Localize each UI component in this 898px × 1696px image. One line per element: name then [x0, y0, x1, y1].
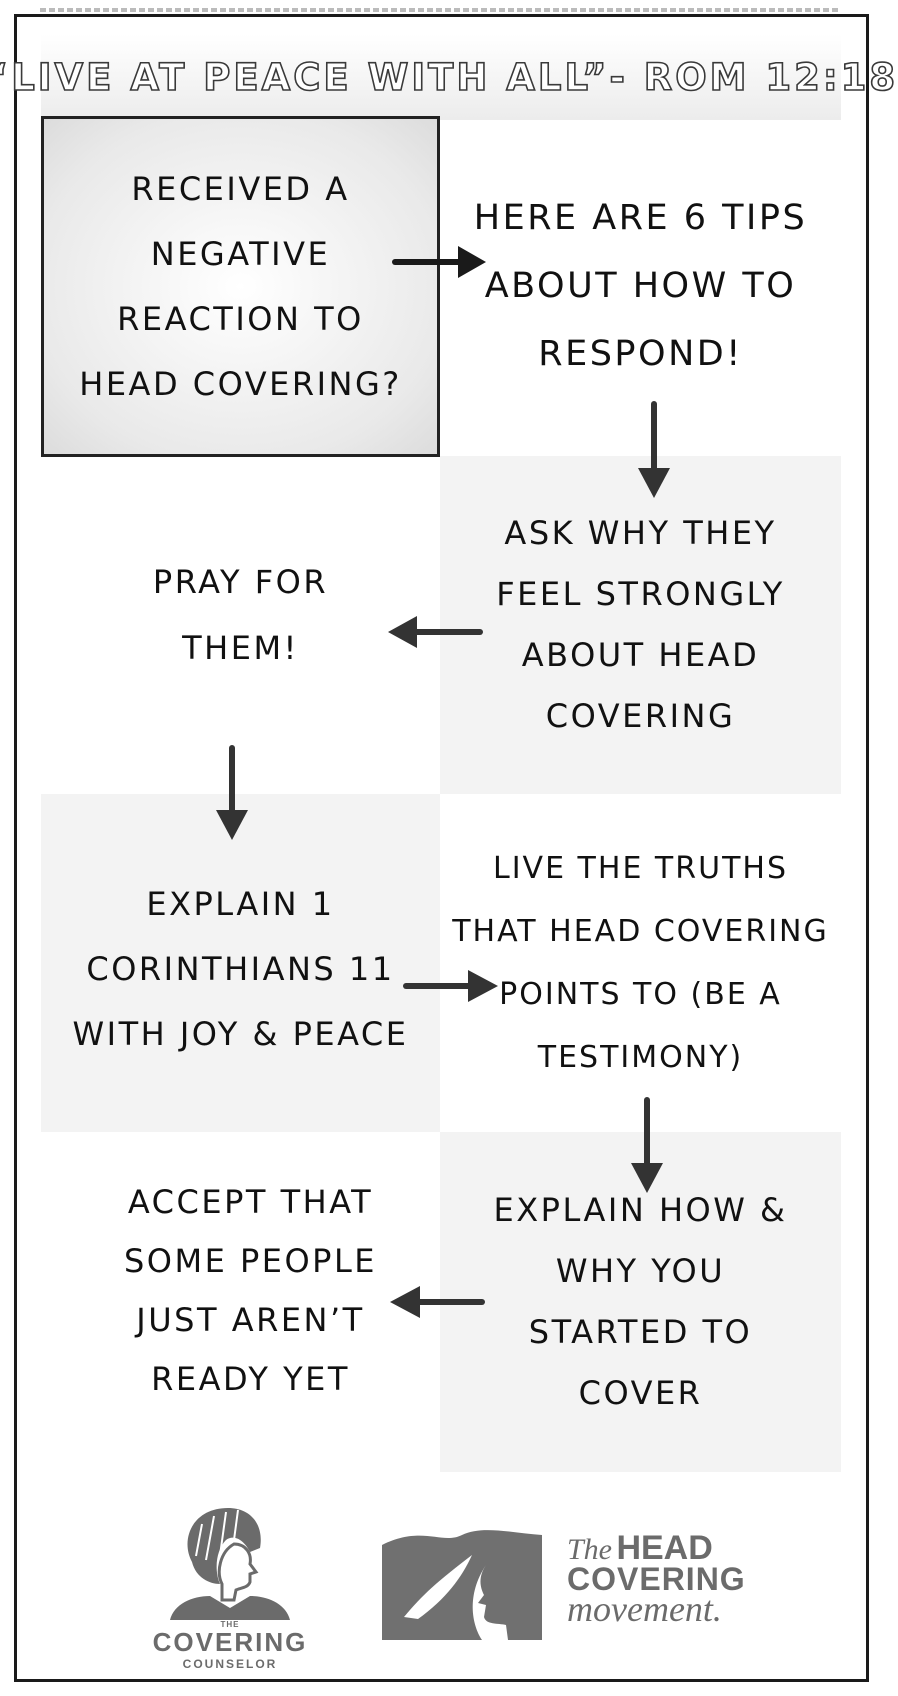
logo-left-line1: THE	[220, 1620, 240, 1629]
flag-profile-icon	[382, 1530, 542, 1640]
tips-node-text: HERE ARE 6 TIPS ABOUT HOW TO RESPOND!	[473, 198, 808, 374]
covering-counselor-logo: THE COVERING COUNSELOR	[130, 1500, 330, 1671]
tips-node: HERE ARE 6 TIPS ABOUT HOW TO RESPOND!	[440, 116, 841, 456]
pray-node-text: PRAY FOR THEM!	[152, 563, 329, 667]
logo-right-line3: COVERING	[567, 1561, 746, 1597]
top-dashed-line	[40, 8, 840, 12]
explain-why-node-text: EXPLAIN HOW & WHY YOU STARTED TO COVER	[493, 1191, 788, 1412]
pray-node: PRAY FOR THEM!	[41, 456, 440, 794]
accept-node: ACCEPT THAT SOME PEOPLE JUST AREN’T READ…	[41, 1132, 440, 1472]
start-node-text: RECEIVED A NEGATIVE REACTION TO HEAD COV…	[79, 169, 402, 403]
explain-corinthians-node: EXPLAIN 1 CORINTHIANS 11 WITH JOY & PEAC…	[41, 794, 440, 1132]
head-covering-movement-logo: The HEAD COVERING movement.	[382, 1525, 782, 1640]
accept-node-text: ACCEPT THAT SOME PEOPLE JUST AREN’T READ…	[123, 1183, 378, 1398]
logo-right-line2: HEAD	[616, 1529, 713, 1567]
ask-node-text: ASK WHY THEY FEEL STRONGLY ABOUT HEAD CO…	[496, 514, 785, 735]
start-node: RECEIVED A NEGATIVE REACTION TO HEAD COV…	[41, 116, 440, 457]
explain-corinthians-node-text: EXPLAIN 1 CORINTHIANS 11 WITH JOY & PEAC…	[72, 884, 409, 1053]
ask-node: ASK WHY THEY FEEL STRONGLY ABOUT HEAD CO…	[440, 456, 841, 794]
logo-right-line4: movement.	[567, 1589, 722, 1629]
header-banner: “LIVE AT PEACE WITH ALL”- ROM 12:18	[0, 34, 896, 120]
logo-right-line1: The	[567, 1533, 612, 1566]
live-truths-node: LIVE THE TRUTHS THAT HEAD COVERING POINT…	[440, 794, 841, 1132]
live-truths-node-text: LIVE THE TRUTHS THAT HEAD COVERING POINT…	[452, 851, 829, 1075]
logo-left-line3: COUNSELOR	[182, 1657, 278, 1671]
header-title: “LIVE AT PEACE WITH ALL”- ROM 12:18	[0, 55, 898, 100]
woman-profile-icon	[170, 1508, 290, 1620]
logo-left-line2: COVERING	[152, 1627, 308, 1657]
explain-why-node: EXPLAIN HOW & WHY YOU STARTED TO COVER	[440, 1132, 841, 1472]
